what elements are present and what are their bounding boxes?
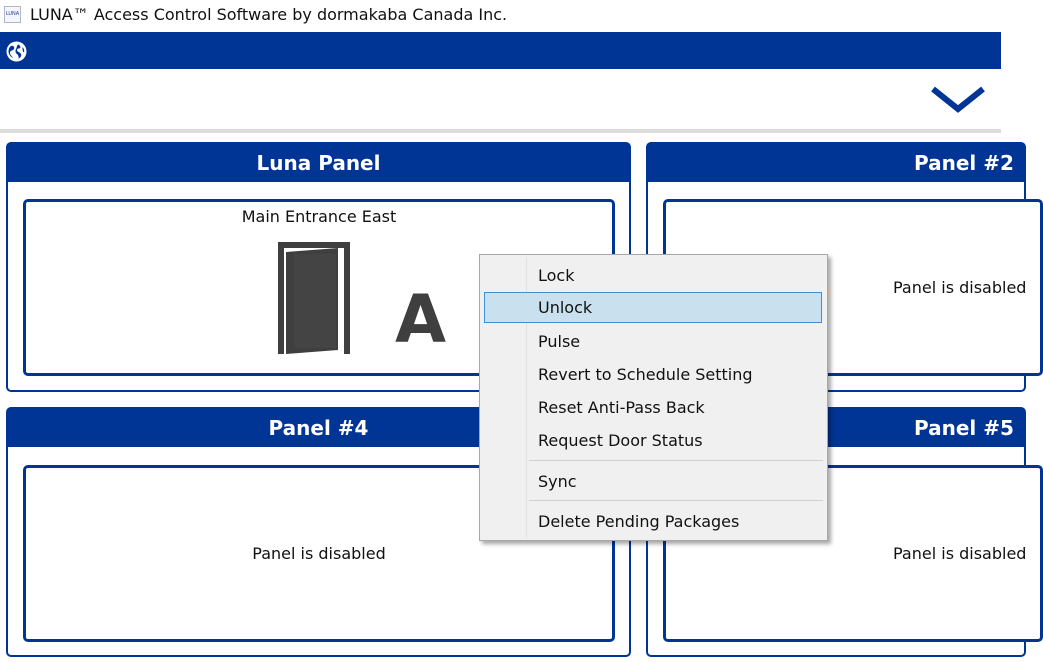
menu-item-reset-anti-pass-back[interactable]: Reset Anti-Pass Back bbox=[538, 398, 705, 417]
menu-item-revert-schedule[interactable]: Revert to Schedule Setting bbox=[538, 365, 753, 384]
door-name: Main Entrance East bbox=[241, 207, 397, 226]
menu-item-sync[interactable]: Sync bbox=[538, 472, 577, 491]
window-title: LUNA™ Access Control Software by dormaka… bbox=[30, 5, 508, 24]
menu-item-request-door-status[interactable]: Request Door Status bbox=[538, 431, 703, 450]
panel-status: Panel is disabled bbox=[893, 278, 1027, 297]
globe-icon[interactable] bbox=[6, 41, 27, 62]
menu-item-unlock[interactable]: Unlock bbox=[484, 292, 822, 323]
menu-item-delete-pending-packages[interactable]: Delete Pending Packages bbox=[538, 512, 740, 531]
collapse-bar bbox=[0, 69, 1001, 130]
door-mode-label: A bbox=[395, 281, 447, 358]
door-icon[interactable] bbox=[278, 242, 350, 354]
panel-title: Panel #2 bbox=[648, 144, 1024, 182]
app-logo-icon: LUNA bbox=[4, 6, 21, 23]
panel-title: Luna Panel bbox=[8, 144, 629, 182]
panel-status: Panel is disabled bbox=[893, 544, 1027, 563]
top-toolbar bbox=[0, 32, 1001, 69]
title-bar: LUNA LUNA™ Access Control Software by do… bbox=[0, 0, 1001, 32]
panel-status: Panel is disabled bbox=[252, 544, 386, 563]
menu-item-lock[interactable]: Lock bbox=[538, 266, 575, 285]
menu-separator bbox=[529, 460, 823, 461]
menu-separator bbox=[529, 500, 823, 501]
menu-icon-gutter bbox=[526, 257, 527, 538]
chevron-down-icon[interactable] bbox=[930, 85, 986, 115]
door-context-menu: Lock Unlock Pulse Revert to Schedule Set… bbox=[479, 254, 828, 541]
menu-item-pulse[interactable]: Pulse bbox=[538, 332, 581, 351]
section-divider bbox=[0, 129, 1001, 133]
